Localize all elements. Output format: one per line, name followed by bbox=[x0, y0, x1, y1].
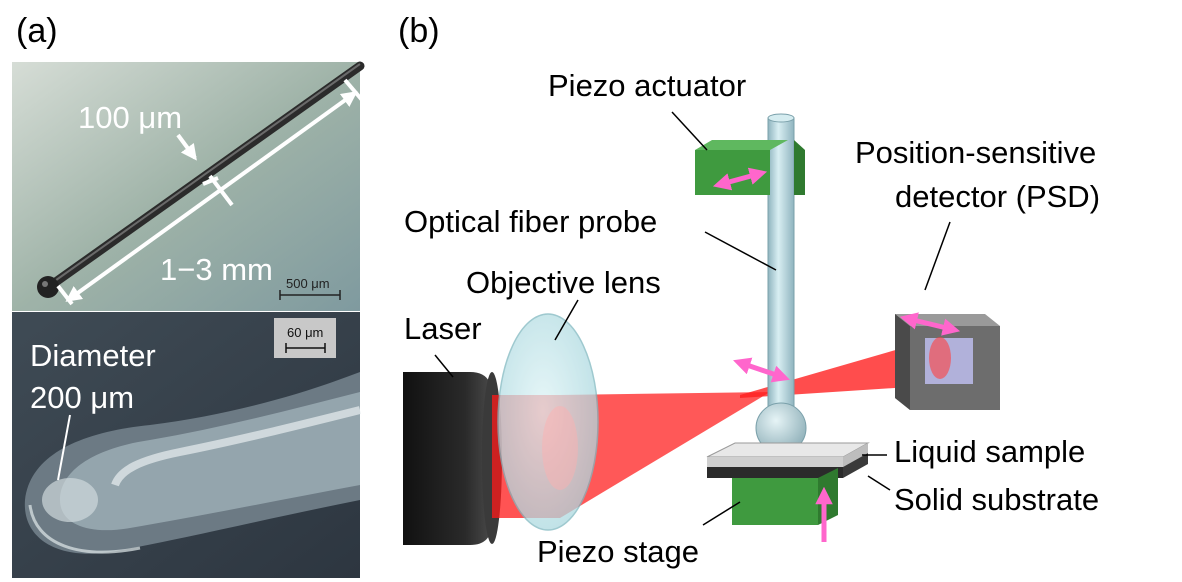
laser-body bbox=[403, 372, 502, 545]
psd-label-line1: Position-sensitive bbox=[855, 135, 1096, 170]
top-scale-bar-label: 500 μm bbox=[286, 276, 330, 291]
psd-detector bbox=[895, 314, 1000, 410]
diameter-label-line2: 200 μm bbox=[30, 380, 134, 415]
diameter-label-line1: Diameter bbox=[30, 338, 156, 373]
laser-label: Laser bbox=[404, 311, 482, 346]
leader-lines bbox=[434, 111, 951, 526]
solid-substrate-label: Solid substrate bbox=[894, 482, 1099, 517]
fiber-tip-micrograph: 100 μm 1−3 mm 500 μm bbox=[12, 61, 365, 311]
solid-substrate-layer bbox=[707, 453, 868, 478]
length-label: 1−3 mm bbox=[160, 252, 273, 287]
top-scale-bar: 500 μm bbox=[279, 276, 341, 300]
piezo-stage-label: Piezo stage bbox=[537, 534, 699, 569]
liquid-sample-layer bbox=[706, 442, 870, 467]
ball-tip-micrograph: 60 μm Diameter 200 μm bbox=[12, 312, 361, 578]
diameter-pointer bbox=[57, 414, 71, 481]
piezo-actuator-label: Piezo actuator bbox=[548, 68, 746, 103]
tip-width-label: 100 μm bbox=[78, 100, 182, 135]
fiber-motion-arrow bbox=[733, 357, 790, 383]
panel-a-label: (a) bbox=[16, 12, 58, 50]
piezo-actuator-arrow bbox=[712, 167, 768, 191]
panel-b-label: (b) bbox=[398, 12, 440, 50]
bottom-scale-bar: 60 μm bbox=[274, 318, 336, 358]
psd-label-line2: detector (PSD) bbox=[895, 179, 1100, 214]
length-arrow bbox=[65, 91, 358, 302]
objective-lens bbox=[497, 313, 599, 531]
objective-lens-label: Objective lens bbox=[466, 265, 661, 300]
tip-width-pointer bbox=[176, 133, 197, 161]
bottom-scale-bar-label: 60 μm bbox=[287, 325, 323, 340]
psd-arrow bbox=[899, 312, 961, 336]
liquid-sample-label: Liquid sample bbox=[894, 434, 1085, 469]
fiber-probe-label: Optical fiber probe bbox=[404, 204, 657, 239]
